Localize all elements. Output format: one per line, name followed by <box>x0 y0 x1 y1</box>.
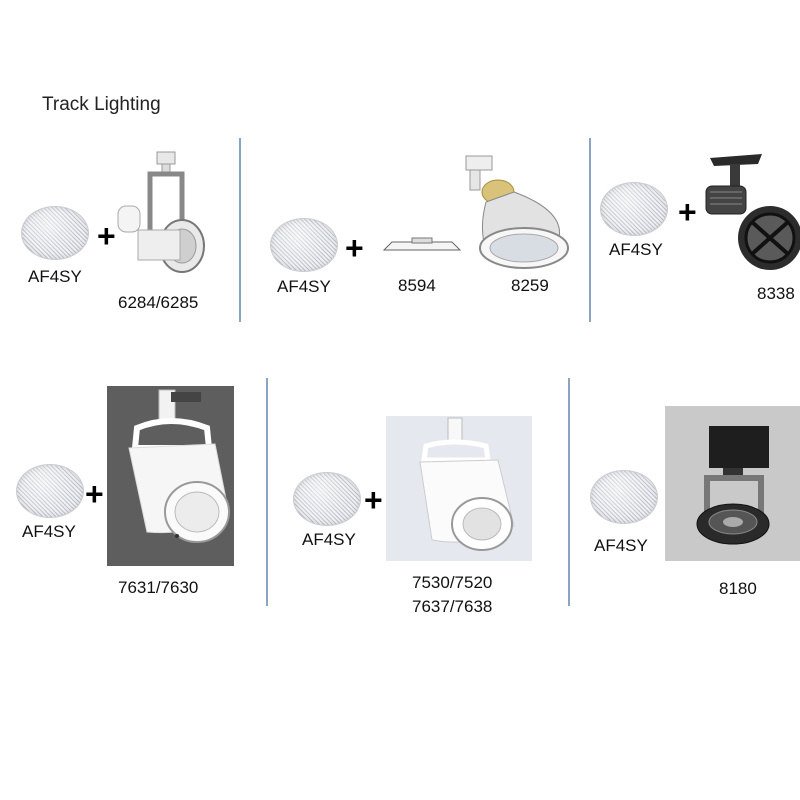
af4sy-filter-image <box>16 464 84 518</box>
accessory-label: AF4SY <box>609 240 663 259</box>
accessory-label: AF4SY <box>302 530 356 549</box>
accessory-label: AF4SY <box>22 522 76 541</box>
plus-sign: + <box>678 194 697 230</box>
fixture-label: 7530/7520 <box>412 573 493 592</box>
track-head-8180-image <box>665 406 800 561</box>
plus-sign: + <box>85 476 104 512</box>
track-head-7631-image <box>107 386 234 566</box>
af4sy-filter-image <box>21 206 89 260</box>
plus-sign: + <box>97 218 116 254</box>
column-divider <box>239 138 241 322</box>
af4sy-filter-image <box>600 182 668 236</box>
accessory-label: AF4SY <box>277 277 331 296</box>
af4sy-filter-image <box>270 218 338 272</box>
plus-sign: + <box>345 230 364 266</box>
fixture-label: 7637/7638 <box>412 597 493 616</box>
column-divider <box>568 378 570 606</box>
accessory-label: AF4SY <box>28 267 82 286</box>
af4sy-filter-image <box>293 472 361 526</box>
accessory-label: AF4SY <box>594 536 648 555</box>
fixture-label: 8338 <box>757 284 795 303</box>
fixture-label: 8180 <box>719 579 757 598</box>
fixture-label: 6284/6285 <box>118 293 199 312</box>
track-head-8259-image <box>458 152 576 272</box>
fixture-label: 7631/7630 <box>118 578 199 597</box>
column-divider <box>266 378 268 606</box>
track-head-7530-image <box>386 416 532 561</box>
track-head-8338-image <box>700 152 800 284</box>
8594-lens-image <box>382 234 462 256</box>
page-title: Track Lighting <box>42 94 161 115</box>
column-divider <box>589 138 591 322</box>
af4sy-filter-image <box>590 470 658 524</box>
plus-sign: + <box>364 482 383 518</box>
part-label: 8259 <box>511 276 549 295</box>
part-label: 8594 <box>398 276 436 295</box>
track-head-6284-image <box>110 150 205 280</box>
